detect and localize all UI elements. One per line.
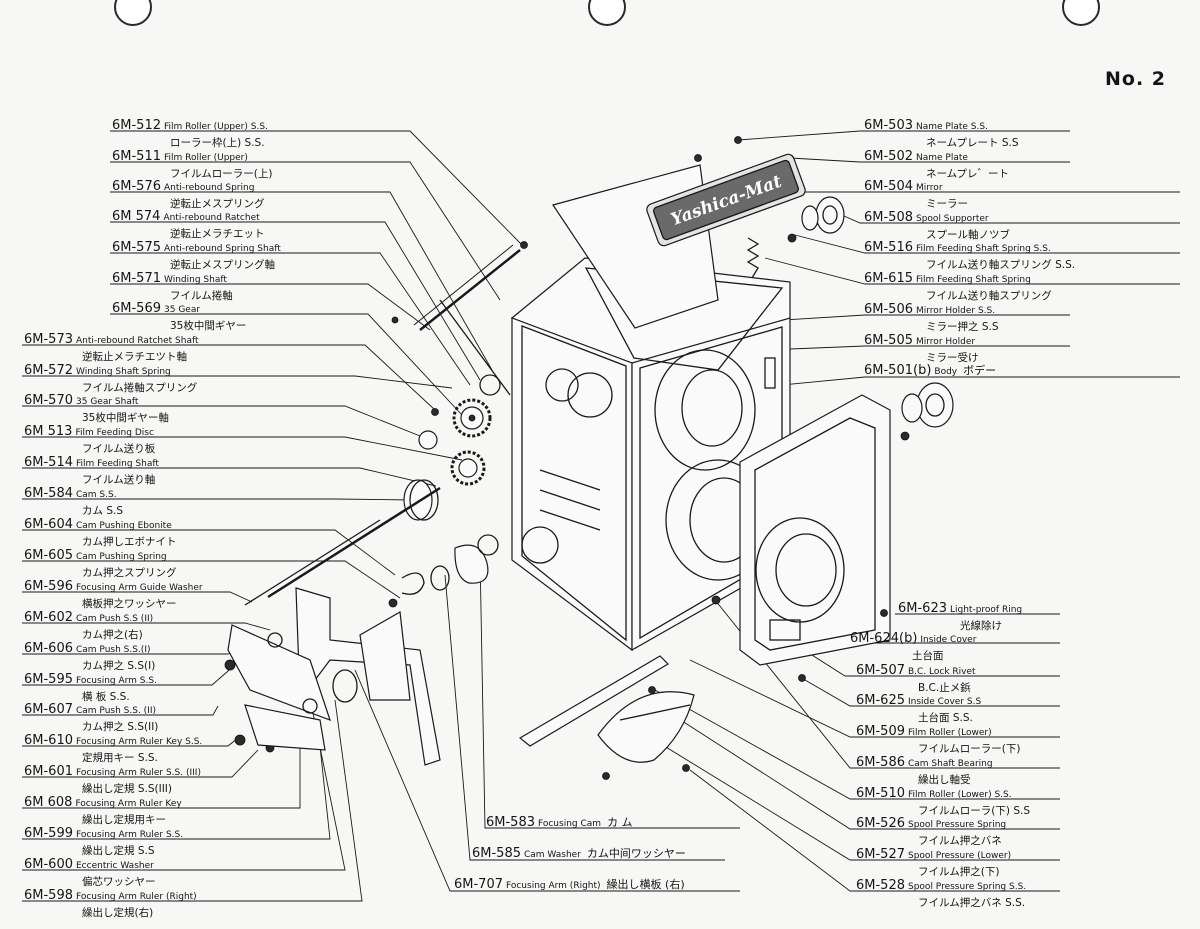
winding-shaft-assembly — [413, 244, 521, 396]
spool-supporter-upper — [787, 196, 845, 243]
page-number: No. 2 — [1104, 68, 1166, 90]
front-lens-frame — [739, 394, 891, 666]
film-feeding-disc — [418, 430, 438, 450]
film-roller-lower — [518, 655, 669, 747]
gear-35 — [452, 398, 492, 438]
name-plate: Yashica-Mat — [646, 153, 806, 247]
focusing-cam — [454, 534, 499, 584]
feeding-shaft-spring — [746, 237, 760, 279]
binder-hole — [114, 0, 152, 26]
cam-washer — [401, 565, 450, 595]
cam-shaft-rod — [244, 519, 381, 606]
cam-shaft — [267, 486, 441, 599]
bottom-leader-lines — [354, 554, 740, 892]
spool-supporter-lower — [900, 382, 954, 441]
feeding-gear — [450, 450, 486, 486]
focusing-arm-ruler — [227, 624, 331, 751]
cam — [403, 479, 439, 521]
spool-pressure-spring — [597, 691, 695, 763]
left-leader-lines — [22, 130, 523, 902]
